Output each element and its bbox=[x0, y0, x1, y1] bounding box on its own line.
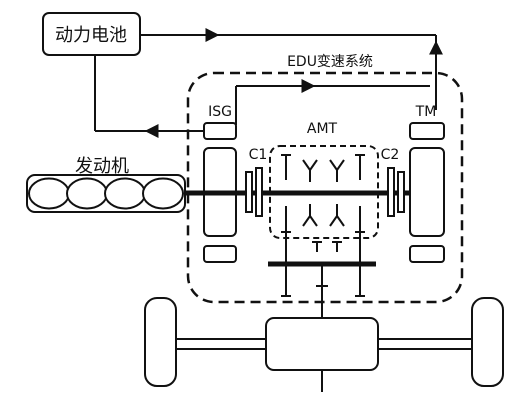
engine-cylinder bbox=[28, 177, 70, 210]
amt-boundary bbox=[269, 145, 379, 239]
tm-rotor bbox=[409, 147, 445, 237]
c1-label: C1 bbox=[249, 147, 268, 163]
engine-cylinder bbox=[104, 177, 146, 210]
c2-plate bbox=[397, 171, 405, 213]
engine-cylinder bbox=[142, 177, 184, 210]
amt-label: AMT bbox=[307, 121, 338, 137]
differential bbox=[265, 317, 379, 371]
left-wheel bbox=[144, 297, 177, 387]
c1-plate bbox=[255, 167, 263, 217]
tm-lower-box bbox=[409, 245, 445, 263]
edu-system-label: EDU变速系统 bbox=[287, 54, 373, 70]
battery-label: 动力电池 bbox=[55, 25, 127, 46]
engine-cylinder bbox=[66, 177, 108, 210]
right-wheel bbox=[471, 297, 504, 387]
c1-plate bbox=[245, 171, 253, 213]
tm-label: TM bbox=[415, 104, 437, 120]
c2-label: C2 bbox=[381, 147, 400, 163]
isg-label: ISG bbox=[208, 104, 232, 120]
countershaft-gears bbox=[281, 232, 365, 297]
c2-plate bbox=[387, 167, 395, 217]
isg-lower-box bbox=[203, 245, 237, 263]
tm-box bbox=[409, 122, 445, 140]
isg-box bbox=[203, 122, 237, 140]
engine-label: 发动机 bbox=[75, 156, 129, 177]
